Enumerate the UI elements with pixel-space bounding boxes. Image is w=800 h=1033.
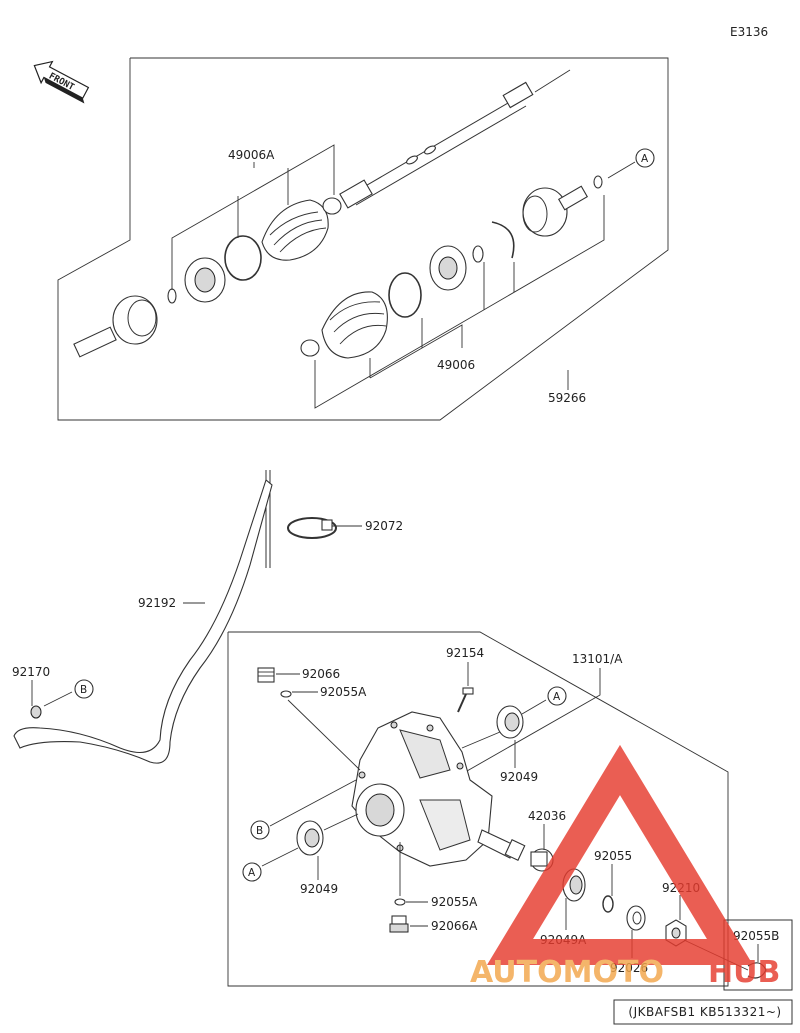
ref-marker-a-lower-label: A bbox=[248, 867, 256, 879]
oil-seal-92049-left bbox=[296, 820, 324, 856]
watermark-logo: AUTOMOTO HUB bbox=[470, 744, 780, 990]
label-92072: 92072 bbox=[365, 519, 403, 533]
ref-marker-b-left bbox=[74, 679, 94, 699]
label-92170: 92170 bbox=[12, 665, 50, 679]
label-92066A: 92066A bbox=[431, 919, 478, 933]
oring-92055A-top bbox=[280, 690, 292, 698]
label-92154: 92154 bbox=[446, 646, 484, 660]
label-92049-left: 92049 bbox=[300, 882, 338, 896]
gear-case-housing bbox=[351, 711, 526, 867]
boot-left bbox=[261, 199, 329, 261]
label-92055A-top: 92055A bbox=[320, 685, 367, 699]
breather-hose bbox=[13, 470, 273, 764]
plug-92066 bbox=[257, 667, 275, 683]
cotter-pin-92055B bbox=[747, 962, 767, 979]
ref-marker-b-left-label: B bbox=[80, 684, 87, 696]
front-arrow-icon: FRONT bbox=[33, 60, 90, 104]
ref-marker-a-top-label: A bbox=[641, 153, 649, 165]
small-clamp-left bbox=[322, 197, 342, 215]
boot-band-left bbox=[224, 235, 262, 281]
snap-ring-end bbox=[593, 175, 603, 189]
final-drive-panel: 92066 92055A 92154 13101/A bbox=[227, 631, 749, 987]
ref-marker-a-housing-label: A bbox=[553, 691, 561, 703]
label-49006A: 49006A bbox=[228, 148, 275, 162]
snap-ring-right bbox=[472, 245, 484, 263]
label-92049-right: 92049 bbox=[500, 770, 538, 784]
ref-marker-b-housing bbox=[250, 820, 270, 840]
snap-ring-left bbox=[167, 288, 177, 304]
circlip bbox=[491, 221, 515, 259]
ref-marker-b-housing-label: B bbox=[256, 825, 263, 837]
driveshaft-panel: A 49006A 49006 59266 bbox=[57, 57, 669, 421]
outer-cv-joint bbox=[73, 295, 158, 358]
watermark-text-right: HUB bbox=[708, 955, 780, 990]
small-clamp-right bbox=[300, 339, 320, 357]
watermark-text-left: AUTOMOTO bbox=[470, 955, 664, 990]
label-92192: 92192 bbox=[138, 596, 176, 610]
ref-marker-a-lower bbox=[242, 862, 262, 882]
hose-end-fitting bbox=[30, 705, 42, 719]
ref-marker-a-housing bbox=[547, 686, 567, 706]
oil-seal-92049-right bbox=[496, 705, 524, 739]
boot-right bbox=[321, 291, 388, 359]
oring-92055A-bottom bbox=[394, 898, 406, 906]
diagram-id: E3136 bbox=[730, 25, 768, 39]
label-92066: 92066 bbox=[302, 667, 340, 681]
label-49006: 49006 bbox=[437, 358, 475, 372]
boot-band-right bbox=[388, 272, 422, 318]
ref-marker-a-top bbox=[635, 148, 655, 168]
label-92055A-bottom: 92055A bbox=[431, 895, 478, 909]
serial-box: 92055B bbox=[613, 919, 793, 1025]
plug-92066A bbox=[389, 915, 409, 933]
hose-clamp bbox=[287, 517, 337, 539]
serial-code: (JKBAFSB1 KB513321~) bbox=[628, 1005, 782, 1019]
label-59266: 59266 bbox=[548, 391, 586, 405]
watermark-triangle-icon bbox=[486, 744, 754, 965]
bearing-cage-right bbox=[429, 245, 467, 291]
label-92055B: 92055B bbox=[733, 929, 779, 943]
inner-cv-joint bbox=[522, 185, 589, 237]
label-13101A: 13101/A bbox=[572, 652, 623, 666]
axle-shaft bbox=[339, 69, 571, 209]
bearing-cage-left bbox=[184, 257, 226, 303]
label-92055: 92055 bbox=[594, 849, 632, 863]
oring-92055 bbox=[602, 895, 614, 913]
washer-92026 bbox=[626, 905, 646, 931]
label-42036: 42036 bbox=[528, 809, 566, 823]
bolt-92154 bbox=[457, 687, 474, 713]
